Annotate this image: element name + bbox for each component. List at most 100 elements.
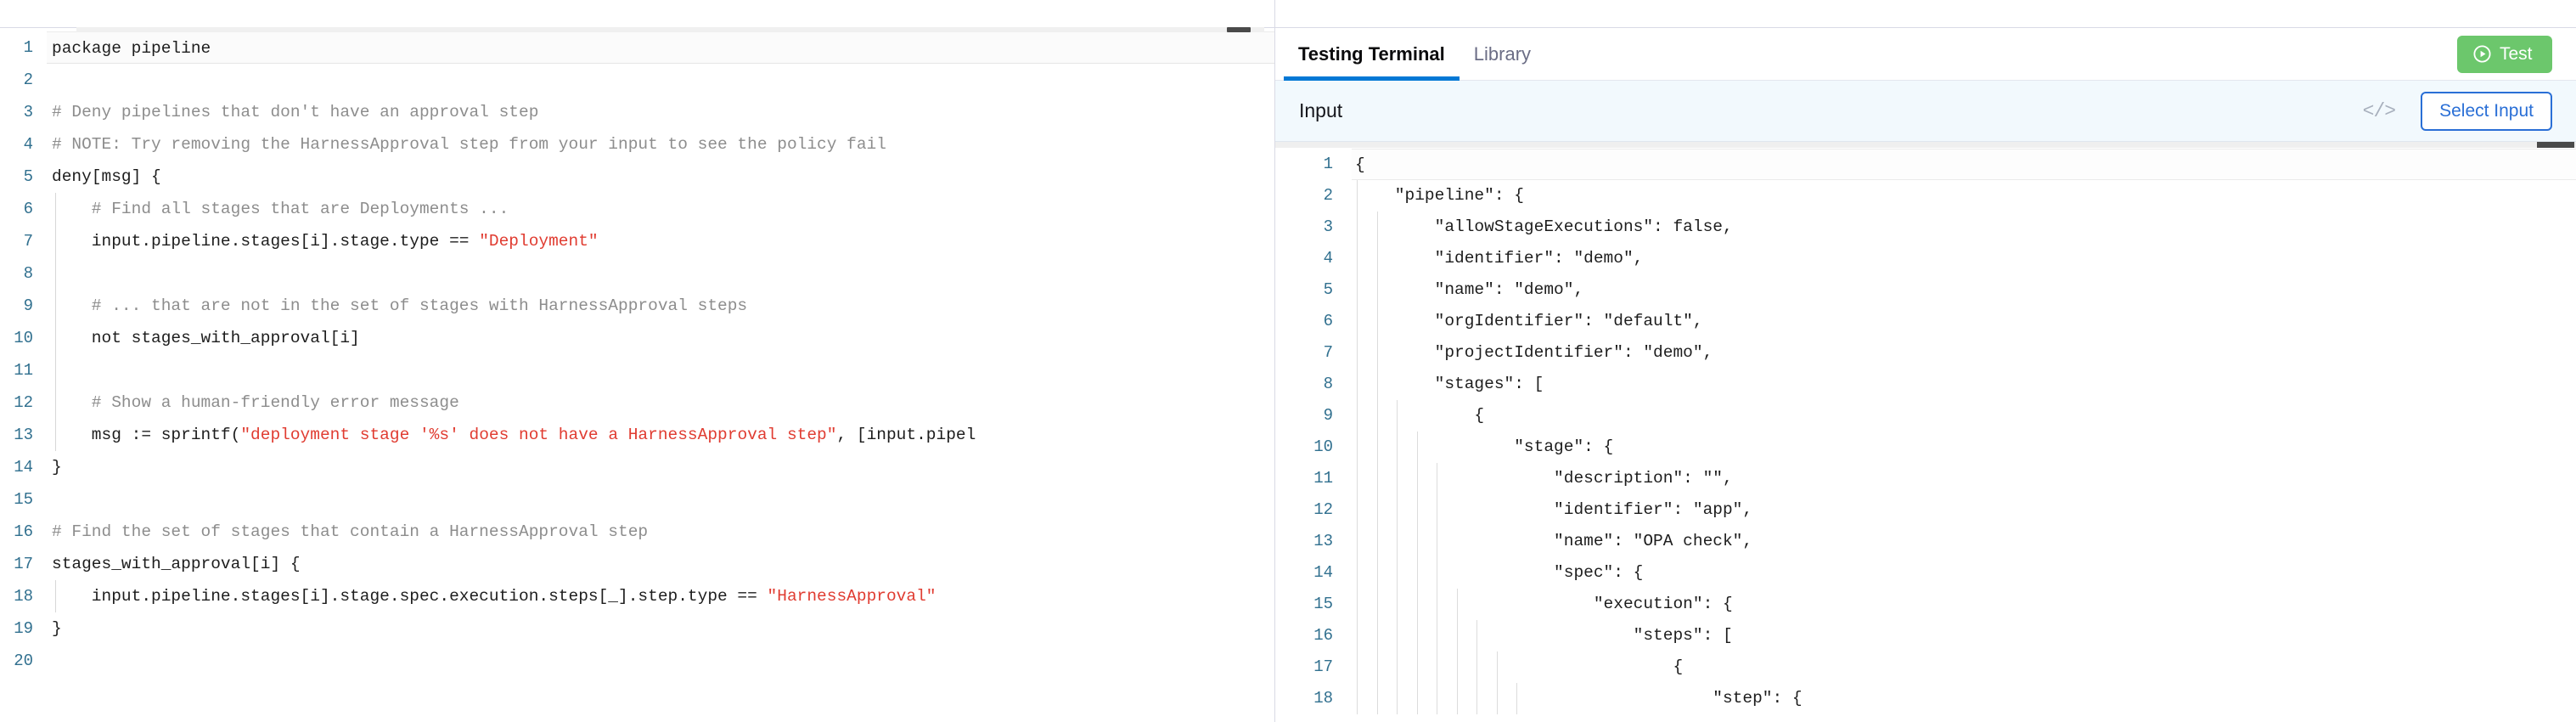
json-horizontal-scrollbar-track[interactable] [1275, 142, 2576, 148]
json-line[interactable]: 6 "orgIdentifier": "default", [1275, 306, 2576, 337]
tab-library[interactable]: Library [1460, 28, 1545, 80]
code-line[interactable]: 16# Find the set of stages that contain … [0, 516, 1274, 548]
indent-guide [1357, 494, 1358, 526]
code-line-content: input.pipeline.stages[i].stage.type == "… [47, 225, 1274, 257]
code-line[interactable]: 15 [0, 483, 1274, 516]
json-line[interactable]: 2 "pipeline": { [1275, 180, 2576, 212]
json-line[interactable]: 15 "execution": { [1275, 589, 2576, 620]
code-line[interactable]: 3# Deny pipelines that don't have an app… [0, 96, 1274, 128]
indent-guide [1416, 620, 1418, 651]
line-number: 1 [23, 38, 33, 57]
line-number: 7 [1323, 343, 1333, 362]
token-comment: # Find the set of stages that contain a … [52, 522, 649, 541]
json-line-content: "name": "demo", [1352, 274, 2576, 306]
indent-guide [1496, 683, 1498, 714]
indent-guide [1416, 683, 1418, 714]
code-line[interactable]: 6 # Find all stages that are Deployments… [0, 193, 1274, 225]
indent-guide [1357, 432, 1358, 463]
code-line[interactable]: 20 [0, 645, 1274, 677]
line-number: 4 [1323, 249, 1333, 268]
line-number: 16 [1313, 626, 1333, 645]
indent-guide [1357, 369, 1358, 400]
code-line[interactable]: 7 input.pipeline.stages[i].stage.type ==… [0, 225, 1274, 257]
line-number: 14 [1313, 563, 1333, 582]
token-plain: input.pipeline.stages[i].stage.spec.exec… [52, 587, 768, 606]
code-line-content: input.pipeline.stages[i].stage.spec.exec… [47, 580, 1274, 612]
indent-guide [1397, 683, 1398, 714]
token-plain: msg := sprintf( [52, 426, 241, 444]
json-line[interactable]: 3 "allowStageExecutions": false, [1275, 212, 2576, 243]
indent-guide [1416, 526, 1418, 557]
code-line[interactable]: 2 [0, 64, 1274, 96]
indent-guide [1476, 683, 1477, 714]
line-number: 15 [1313, 595, 1333, 613]
json-text: "name": "OPA check", [1355, 532, 1753, 550]
json-line[interactable]: 10 "stage": { [1275, 432, 2576, 463]
indent-guide [1397, 620, 1398, 651]
code-line[interactable]: 12 # Show a human-friendly error message [0, 386, 1274, 419]
indent-guide [55, 419, 56, 451]
json-line[interactable]: 17 { [1275, 651, 2576, 683]
json-line[interactable]: 14 "spec": { [1275, 557, 2576, 589]
code-line[interactable]: 11 [0, 354, 1274, 386]
json-line[interactable]: 8 "stages": [ [1275, 369, 2576, 400]
json-line[interactable]: 9 { [1275, 400, 2576, 432]
line-number: 2 [23, 71, 33, 89]
json-line[interactable]: 5 "name": "demo", [1275, 274, 2576, 306]
json-line[interactable]: 4 "identifier": "demo", [1275, 243, 2576, 274]
line-number: 14 [14, 458, 33, 477]
line-number: 19 [14, 619, 33, 638]
code-line[interactable]: 18 input.pipeline.stages[i].stage.spec.e… [0, 580, 1274, 612]
editor-horizontal-scrollbar-track[interactable] [76, 27, 1264, 32]
json-line[interactable]: 16 "steps": [ [1275, 620, 2576, 651]
code-line[interactable]: 13 msg := sprintf("deployment stage '%s'… [0, 419, 1274, 451]
code-line[interactable]: 8 [0, 257, 1274, 290]
code-line[interactable]: 4# NOTE: Try removing the HarnessApprova… [0, 128, 1274, 161]
line-number: 10 [14, 329, 33, 347]
indent-guide [1357, 306, 1358, 337]
indent-guide [1397, 463, 1398, 494]
json-line[interactable]: 18 "step": { [1275, 683, 2576, 714]
code-line[interactable]: 10 not stages_with_approval[i] [0, 322, 1274, 354]
indent-guide [1416, 651, 1418, 683]
line-number: 13 [14, 426, 33, 444]
json-text: { [1355, 406, 1485, 425]
code-line[interactable]: 19} [0, 612, 1274, 645]
json-line[interactable]: 7 "projectIdentifier": "demo", [1275, 337, 2576, 369]
line-number: 11 [1313, 469, 1333, 488]
json-horizontal-scrollbar-thumb[interactable] [2537, 142, 2574, 148]
json-line[interactable]: 13 "name": "OPA check", [1275, 526, 2576, 557]
json-line-content: { [1352, 149, 2576, 180]
token-comment: # ... that are not in the set of stages … [52, 296, 748, 315]
indent-guide [1376, 526, 1378, 557]
indent-guide [1376, 369, 1378, 400]
input-json-area[interactable]: 1{2 "pipeline": {3 "allowStageExecutions… [1275, 142, 2576, 722]
code-line[interactable]: 14} [0, 451, 1274, 483]
json-line[interactable]: 12 "identifier": "app", [1275, 494, 2576, 526]
indent-guide [1397, 557, 1398, 589]
tab-testing-terminal[interactable]: Testing Terminal [1284, 28, 1460, 81]
indent-guide [1357, 212, 1358, 243]
line-number: 9 [23, 296, 33, 315]
indent-guide [1376, 400, 1378, 432]
code-view-toggle-icon[interactable]: </> [2362, 99, 2396, 122]
json-line[interactable]: 1{ [1275, 149, 2576, 180]
test-button[interactable]: Test [2457, 35, 2552, 73]
indent-guide [1357, 274, 1358, 306]
json-line-list: 1{2 "pipeline": {3 "allowStageExecutions… [1275, 142, 2576, 714]
indent-guide [1357, 243, 1358, 274]
line-number: 8 [1323, 375, 1333, 393]
line-number: 12 [1313, 500, 1333, 519]
code-line[interactable]: 9 # ... that are not in the set of stage… [0, 290, 1274, 322]
editor-horizontal-scrollbar-thumb[interactable] [1227, 27, 1251, 32]
line-number: 20 [14, 651, 33, 670]
json-line-content: { [1352, 651, 2576, 683]
json-line[interactable]: 11 "description": "", [1275, 463, 2576, 494]
select-input-button[interactable]: Select Input [2421, 91, 2552, 131]
indent-guide [1416, 432, 1418, 463]
